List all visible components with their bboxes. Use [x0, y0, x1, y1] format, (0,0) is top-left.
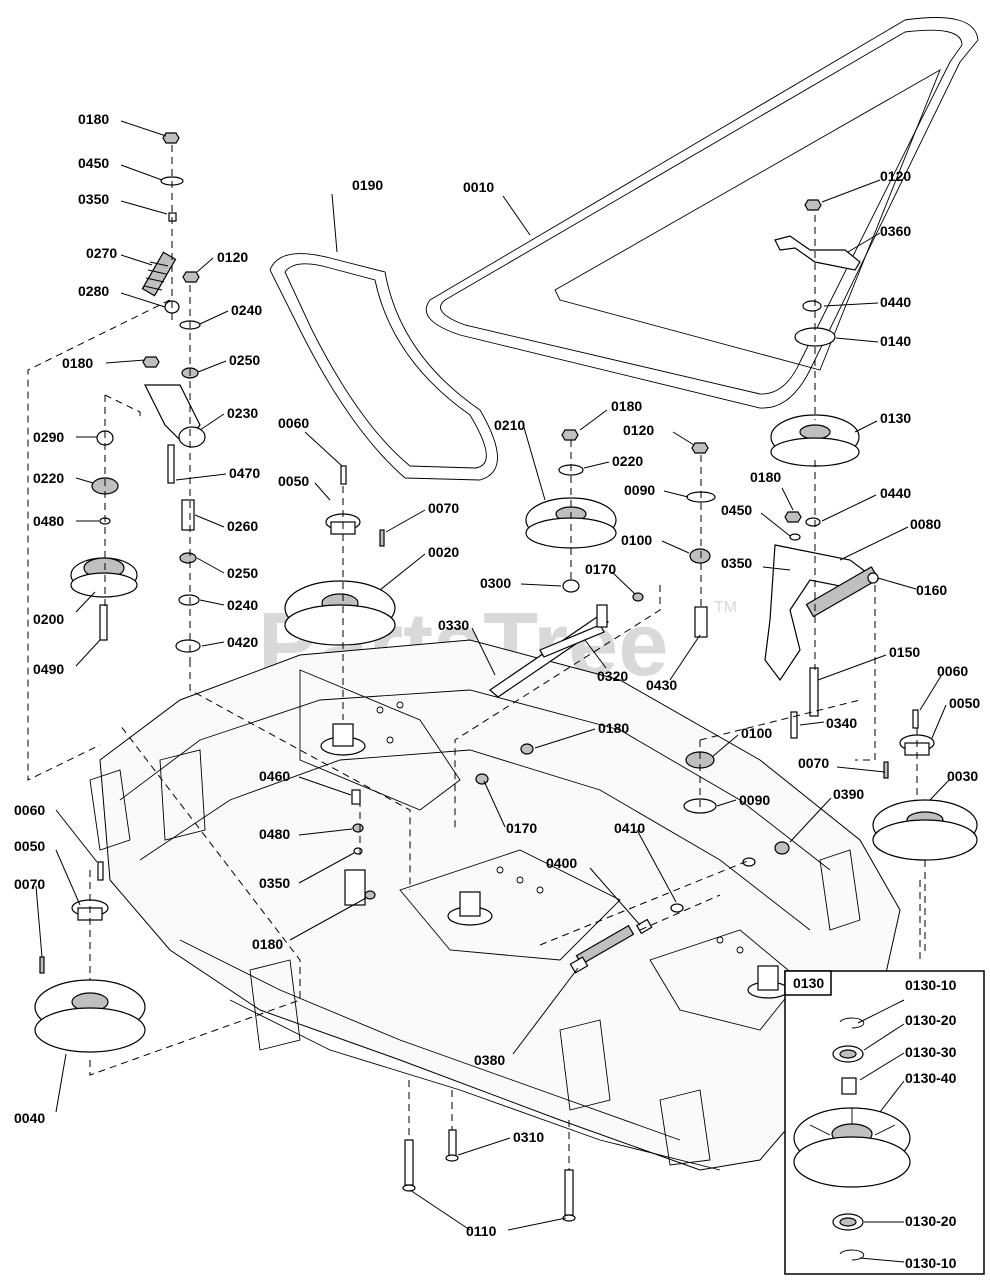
inset-0130: 0130 [784, 970, 985, 1275]
callout-0300: 0300 [480, 575, 511, 591]
callout-0210: 0210 [494, 417, 525, 433]
callout-0180: 0180 [62, 355, 93, 371]
callout-0010: 0010 [463, 179, 494, 195]
callout-0320: 0320 [597, 668, 628, 684]
callout-0110: 0110 [466, 1223, 497, 1239]
callout-0170: 0170 [585, 561, 616, 577]
callout-0130-30: 0130-30 [905, 1044, 957, 1060]
center-parts [284, 429, 716, 698]
mower-deck [89, 639, 901, 1171]
leader-lines [35, 120, 950, 1231]
callout-0050: 0050 [949, 695, 980, 711]
callout-0130: 0130 [880, 410, 911, 426]
left-stack [70, 132, 206, 653]
callout-0150: 0150 [889, 644, 920, 660]
callout-0280: 0280 [78, 283, 109, 299]
callout-0340: 0340 [826, 715, 857, 731]
callout-0130-20: 0130-20 [905, 1213, 957, 1229]
callout-0470: 0470 [229, 465, 260, 481]
callout-0330: 0330 [438, 617, 469, 633]
callout-labels: 0010 0190 0180 0450 0350 0270 0120 0280 … [14, 111, 980, 1271]
callout-0260: 0260 [227, 518, 258, 534]
callout-0450: 0450 [721, 502, 752, 518]
callout-0350: 0350 [721, 555, 752, 571]
callout-0060: 0060 [14, 802, 45, 818]
callout-0420: 0420 [227, 634, 258, 650]
callout-0180: 0180 [252, 936, 283, 952]
callout-0060: 0060 [278, 415, 309, 431]
callout-0140: 0140 [880, 333, 911, 349]
callout-0220: 0220 [33, 470, 64, 486]
watermark-tm: TM [714, 599, 737, 616]
belt-0190 [269, 253, 498, 481]
callout-0130-10: 0130-10 [905, 1255, 957, 1271]
callout-0030: 0030 [947, 768, 978, 784]
callout-0020: 0020 [428, 544, 459, 560]
callout-0460: 0460 [259, 768, 290, 784]
callout-0490: 0490 [33, 661, 64, 677]
callout-0200: 0200 [33, 611, 64, 627]
callout-0060: 0060 [937, 663, 968, 679]
callout-0440: 0440 [880, 485, 911, 501]
callout-0270: 0270 [86, 245, 117, 261]
callout-0290: 0290 [33, 429, 64, 445]
callout-0450: 0450 [78, 155, 109, 171]
callout-0040: 0040 [14, 1110, 45, 1126]
callout-0440: 0440 [880, 294, 911, 310]
callout-0410: 0410 [614, 820, 645, 836]
belt-0010 [425, 17, 979, 409]
callout-0170: 0170 [506, 820, 537, 836]
callout-0380: 0380 [474, 1052, 505, 1068]
callout-0050: 0050 [278, 473, 309, 489]
callout-0100: 0100 [621, 532, 652, 548]
callout-0230: 0230 [227, 405, 258, 421]
callout-0090: 0090 [739, 792, 770, 808]
callout-0120: 0120 [880, 168, 911, 184]
callout-0180: 0180 [78, 111, 109, 127]
callout-0130-20: 0130-20 [905, 1012, 957, 1028]
callout-0130-10: 0130-10 [905, 977, 957, 993]
alignment-lines [27, 145, 926, 1170]
callout-0070: 0070 [798, 755, 829, 771]
callout-0390: 0390 [833, 786, 864, 802]
callout-0350: 0350 [259, 875, 290, 891]
callout-0070: 0070 [14, 876, 45, 892]
callout-0480: 0480 [33, 513, 64, 529]
callout-0120: 0120 [623, 422, 654, 438]
lower-left-parts [34, 743, 576, 1222]
callout-0180: 0180 [598, 720, 629, 736]
callout-0070: 0070 [428, 500, 459, 516]
callout-0430: 0430 [646, 677, 677, 693]
callout-0050: 0050 [14, 838, 45, 854]
callout-0220: 0220 [612, 453, 643, 469]
inset-title: 0130 [793, 975, 824, 991]
callout-0350: 0350 [78, 191, 109, 207]
callout-0180: 0180 [750, 469, 781, 485]
callout-0310: 0310 [513, 1129, 544, 1145]
callout-0360: 0360 [880, 223, 911, 239]
right-parts [569, 199, 978, 974]
callout-0240: 0240 [227, 597, 258, 613]
callout-0160: 0160 [916, 582, 947, 598]
callout-0480: 0480 [259, 826, 290, 842]
callout-0090: 0090 [624, 482, 655, 498]
callout-0250: 0250 [227, 565, 258, 581]
callout-0130-40: 0130-40 [905, 1070, 957, 1086]
callout-0400: 0400 [546, 855, 577, 871]
callout-0080: 0080 [910, 516, 941, 532]
callout-0240: 0240 [231, 302, 262, 318]
callout-0180: 0180 [611, 398, 642, 414]
callout-0100: 0100 [741, 725, 772, 741]
callout-0250: 0250 [229, 352, 260, 368]
callout-0190: 0190 [352, 177, 383, 193]
callout-0120: 0120 [217, 249, 248, 265]
